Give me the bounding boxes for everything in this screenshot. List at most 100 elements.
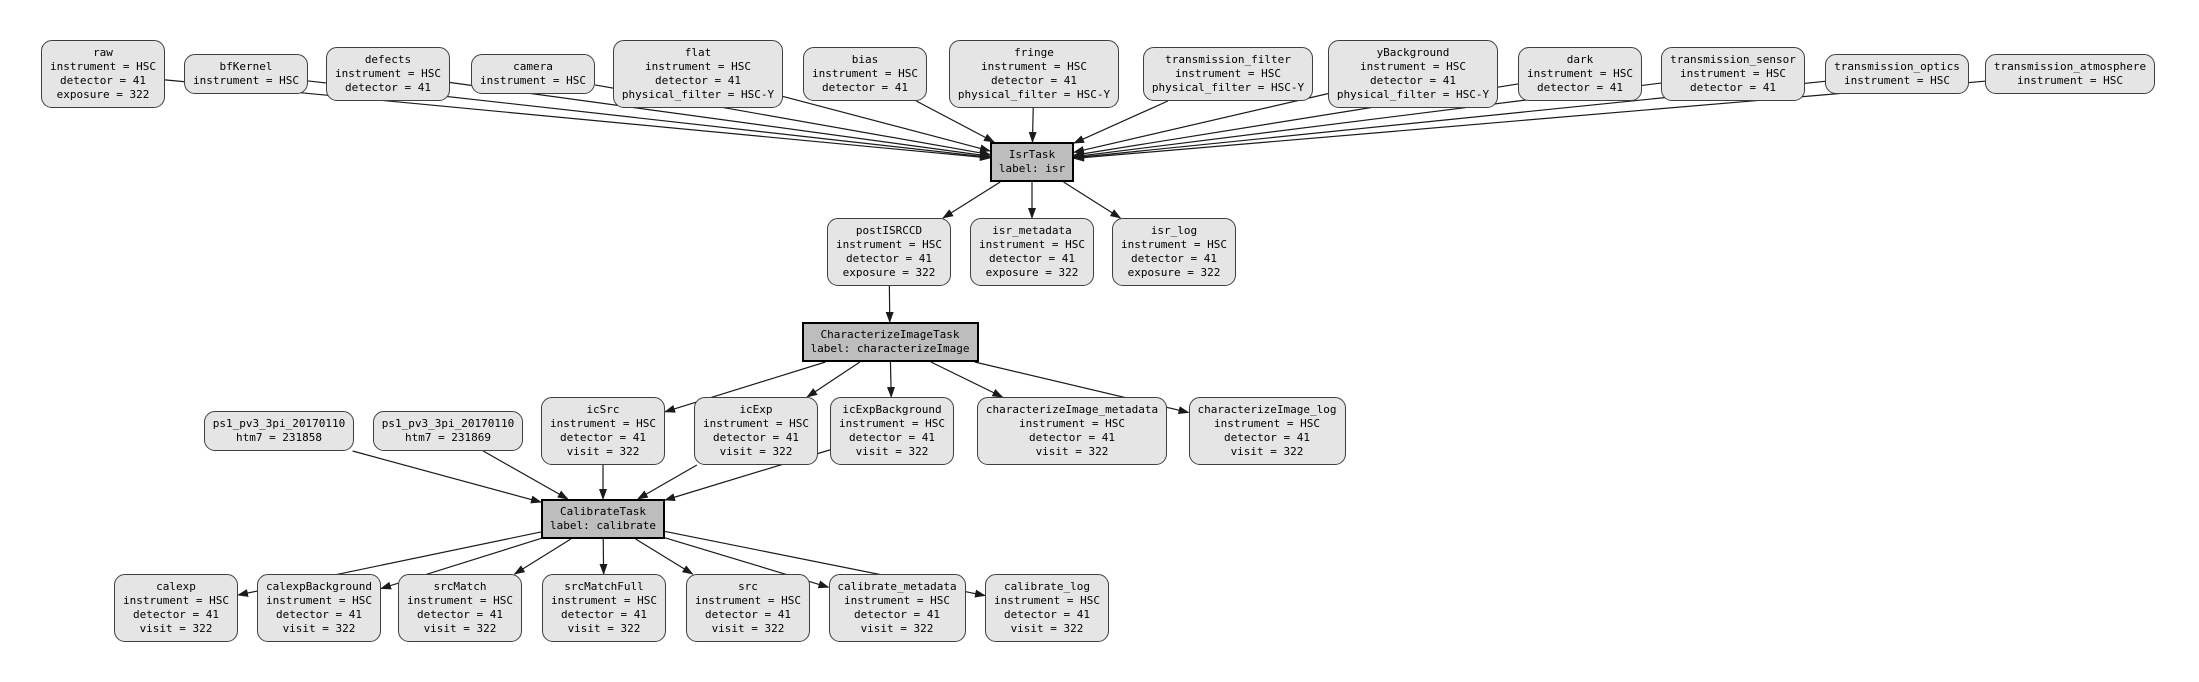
node-text-line: icExpBackground bbox=[842, 403, 942, 416]
node-text-line: calexpBackground bbox=[266, 580, 372, 593]
node-text-line: bias bbox=[851, 53, 879, 66]
node-text-line: calibrate_metadata bbox=[837, 580, 957, 593]
node-text-line: transmission_atmosphere bbox=[1993, 60, 2147, 73]
node-text-line: label: characterizeImage bbox=[810, 342, 970, 355]
node-text-line: visit = 322 bbox=[423, 622, 497, 635]
node-text-line: detector = 41 bbox=[853, 608, 941, 621]
node-text-line: detector = 41 bbox=[344, 81, 432, 94]
node-text-line: detector = 41 bbox=[1536, 81, 1624, 94]
node-text-line: isr_metadata bbox=[992, 224, 1072, 237]
node-text-line: detector = 41 bbox=[848, 431, 936, 444]
node-text-line: detector = 41 bbox=[1223, 431, 1311, 444]
edge-isr_task-to-postISRCCD bbox=[942, 181, 1001, 219]
node-text-line: physical_filter = HSC-Y bbox=[957, 88, 1111, 101]
node-text-line: visit = 322 bbox=[855, 445, 929, 458]
node-text-line: detector = 41 bbox=[988, 252, 1076, 265]
node-text-line: camera bbox=[513, 60, 553, 73]
node-text-line: visit = 322 bbox=[139, 622, 213, 635]
node-text-line: instrument = HSC bbox=[1360, 60, 1466, 73]
node-text-line: detector = 41 bbox=[1130, 252, 1218, 265]
node-text-line: instrument = HSC bbox=[981, 60, 1087, 73]
node-text-line: detector = 41 bbox=[1369, 74, 1457, 87]
node-text-line: instrument = HSC bbox=[407, 594, 513, 607]
node-text-line: visit = 322 bbox=[711, 622, 785, 635]
node-text-line: src bbox=[738, 580, 758, 593]
node-text-line: yBackground bbox=[1376, 46, 1450, 59]
node-text-line: fringe bbox=[1014, 46, 1054, 59]
edge-calibrate_task-to-srcMatch bbox=[513, 538, 572, 575]
node-text-line: IsrTask bbox=[1008, 148, 1056, 161]
node-text-line: CalibrateTask bbox=[559, 505, 647, 518]
node-text-line: physical_filter = HSC-Y bbox=[1151, 81, 1305, 94]
node-text-line: instrument = HSC bbox=[1121, 238, 1227, 251]
node-text-line: detector = 41 bbox=[1689, 81, 1777, 94]
node-text-line: detector = 41 bbox=[845, 252, 933, 265]
edge-characterizeImage_task-to-icSrc bbox=[664, 361, 826, 413]
node-text-line: CharacterizeImageTask bbox=[820, 328, 960, 341]
node-text-line: ps1_pv3_3pi_20170110 bbox=[212, 417, 346, 430]
node-text-line: instrument = HSC bbox=[836, 238, 942, 251]
node-text-line: physical_filter = HSC-Y bbox=[621, 88, 775, 101]
node-text-line: detector = 41 bbox=[1028, 431, 1116, 444]
edge-fringe-to-isr_task bbox=[1028, 107, 1037, 143]
node-text-line: srcMatch bbox=[433, 580, 487, 593]
node-text-line: raw bbox=[93, 46, 113, 59]
node-text-line: instrument = HSC bbox=[266, 594, 372, 607]
node-text-line: instrument = HSC bbox=[994, 594, 1100, 607]
edge-defects-to-isr_task bbox=[449, 81, 991, 159]
edge-flat-to-isr_task bbox=[782, 95, 991, 153]
node-text-line: instrument = HSC bbox=[979, 238, 1085, 251]
node-text-line: transmission_optics bbox=[1834, 60, 1960, 73]
node-text-line: detector = 41 bbox=[1003, 608, 1091, 621]
node-text-line: srcMatchFull bbox=[564, 580, 644, 593]
node-text-line: exposure = 322 bbox=[56, 88, 150, 101]
node-text-line: detector = 41 bbox=[560, 608, 648, 621]
edge-transmission_atmosphere-to-isr_task bbox=[1073, 80, 1986, 162]
node-text-line: icExp bbox=[739, 403, 773, 416]
node-text-line: visit = 322 bbox=[860, 622, 934, 635]
node-text-line: flat bbox=[684, 46, 712, 59]
node-text-line: instrument = HSC bbox=[1844, 74, 1950, 87]
node-text-line: detector = 41 bbox=[132, 608, 220, 621]
node-text-line: instrument = HSC bbox=[2017, 74, 2123, 87]
node-text-line: detector = 41 bbox=[704, 608, 792, 621]
edge-transmission_filter-to-isr_task bbox=[1073, 100, 1169, 144]
node-text-line: instrument = HSC bbox=[703, 417, 809, 430]
node-text-line: instrument = HSC bbox=[551, 594, 657, 607]
node-text-line: isr_log bbox=[1150, 224, 1198, 237]
node-text-line: htm7 = 231858 bbox=[235, 431, 323, 444]
node-text-line: exposure = 322 bbox=[842, 266, 936, 279]
node-text-line: label: isr bbox=[998, 162, 1066, 175]
node-text-line: instrument = HSC bbox=[1019, 417, 1125, 430]
node-text-line: characterizeImage_metadata bbox=[985, 403, 1159, 416]
node-text-line: characterizeImage_log bbox=[1197, 403, 1337, 416]
node-text-line: detector = 41 bbox=[416, 608, 504, 621]
node-text-line: transmission_sensor bbox=[1670, 53, 1796, 66]
node-text-line: instrument = HSC bbox=[480, 74, 586, 87]
node-text-line: visit = 322 bbox=[1035, 445, 1109, 458]
node-text-line: icSrc bbox=[586, 403, 620, 416]
edge-characterizeImage_task-to-icExp bbox=[806, 361, 861, 398]
node-text-line: instrument = HSC bbox=[123, 594, 229, 607]
node-text-line: detector = 41 bbox=[712, 431, 800, 444]
node-text-line: instrument = HSC bbox=[695, 594, 801, 607]
edge-isr_task-to-isr_log bbox=[1063, 181, 1122, 219]
